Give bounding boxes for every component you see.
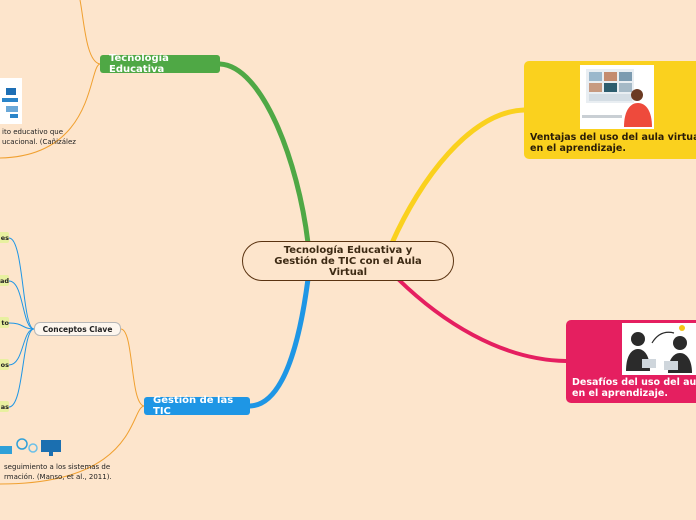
leaf-2[interactable]: ad [0,275,9,286]
subtopic-label: Conceptos Clave [42,324,113,334]
central-topic[interactable]: Tecnología Educativa y Gestión de TIC co… [242,241,454,281]
ges-note-line1: seguimiento a los sistemas de [4,463,111,471]
tec-note-line1: ito educativo que [2,128,64,136]
branch-tecnologia-educativa[interactable]: Tecnología Educativa [100,53,220,75]
link-leaf-5 [8,328,35,408]
subtopic-conceptos-clave[interactable]: Conceptos Clave [34,322,121,336]
ventajas-label-line1: Ventajas del uso del aula virtual [530,132,696,143]
desafios-image [622,323,696,375]
ges-image [0,436,66,458]
central-title: Tecnología Educativa y Gestión de TIC co… [274,244,422,278]
desafios-label: Desafíos del uso del aula en el aprendiz… [572,377,696,399]
link-tec-note [0,63,101,159]
link-tecnologia [217,61,311,246]
tec-note-line2: ucacional. (Cañizález [2,138,76,146]
link-gestion [247,276,311,409]
branch-ventajas-aula-virtual[interactable]: Ventajas del uso del aula virtual en el … [524,61,696,159]
link-leaf-1 [8,237,35,330]
tec-image [0,78,22,124]
ges-note: seguimiento a los sistemas de rmación. (… [4,462,112,482]
tec-note: ito educativo que ucacional. (Cañizález [2,127,76,147]
desafios-label-line1: Desafíos del uso del aula [572,377,696,388]
computer-icon [2,88,18,118]
branch-label: Tecnología Educativa [109,53,169,75]
branch-label: Gestión de las TIC [153,395,234,417]
network-devices-icon [0,438,61,456]
link-ventajas [389,107,527,246]
link-tec-up [79,0,101,65]
branch-desafios-aula-virtual[interactable]: Desafíos del uso del aula en el aprendiz… [566,320,696,403]
link-desafios [396,277,568,363]
leaf-5[interactable]: as [0,401,9,412]
leaf-3[interactable]: to [0,317,9,328]
link-leaf-3 [8,322,35,330]
branch-gestion-tic[interactable]: Gestión de las TIC [144,395,250,417]
link-leaf-4 [8,328,35,366]
leaf-4[interactable]: os [0,359,9,370]
link-ges-note [0,405,145,485]
ventajas-image [580,65,654,129]
video-conference-illustration [582,69,652,127]
ventajas-label: Ventajas del uso del aula virtual en el … [530,132,696,154]
ventajas-label-line2: en el aprendizaje. [530,143,626,154]
leaf-1[interactable]: es [0,232,9,243]
link-leaf-2 [8,280,35,330]
desafios-label-line2: en el aprendizaje. [572,388,668,399]
ges-note-line2: rmación. (Manso, et al., 2011). [4,473,112,481]
students-laptop-illustration [626,325,692,373]
link-ges-conceptos [120,328,145,407]
